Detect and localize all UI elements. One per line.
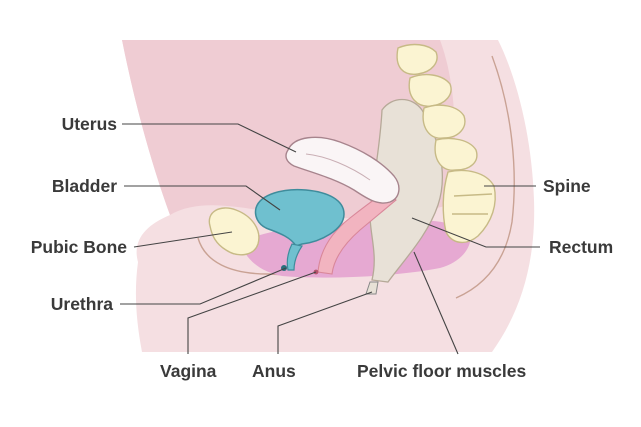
sacrum	[442, 169, 496, 243]
label-uterus: Uterus	[62, 114, 118, 134]
leader-pubic-bone	[133, 231, 233, 248]
uterus	[285, 136, 400, 204]
sacrum-ridge	[453, 193, 493, 197]
urethra	[286, 243, 303, 271]
label-pelvic-floor: Pelvic floor muscles	[357, 361, 527, 381]
vertebra	[434, 137, 478, 171]
leader-pelvic-floor	[413, 251, 459, 355]
label-spine: Spine	[543, 176, 591, 196]
label-urethra: Urethra	[51, 294, 114, 314]
bladder	[254, 188, 345, 247]
leader-vagina	[187, 271, 317, 354]
leader-rectum	[411, 217, 540, 248]
pubic-bone	[208, 207, 260, 256]
anus-canal	[365, 281, 379, 295]
spine	[396, 43, 496, 243]
leader-uterus	[122, 123, 297, 153]
labels: Uterus Bladder Pubic Bone Urethra Vagina…	[31, 114, 613, 381]
label-vagina: Vagina	[160, 361, 217, 381]
leader-bladder	[124, 185, 281, 211]
vertebra	[422, 104, 466, 139]
label-rectum: Rectum	[549, 237, 613, 257]
back-outline	[455, 55, 515, 299]
vertebra	[396, 43, 438, 75]
leader-urethra	[120, 267, 287, 305]
leader-anus	[277, 291, 373, 354]
uterus-inner-line	[305, 153, 371, 181]
label-anus: Anus	[252, 361, 296, 381]
vertebra	[408, 73, 452, 107]
leader-lines	[120, 123, 540, 355]
label-bladder: Bladder	[52, 176, 117, 196]
label-pubic-bone: Pubic Bone	[31, 237, 128, 257]
